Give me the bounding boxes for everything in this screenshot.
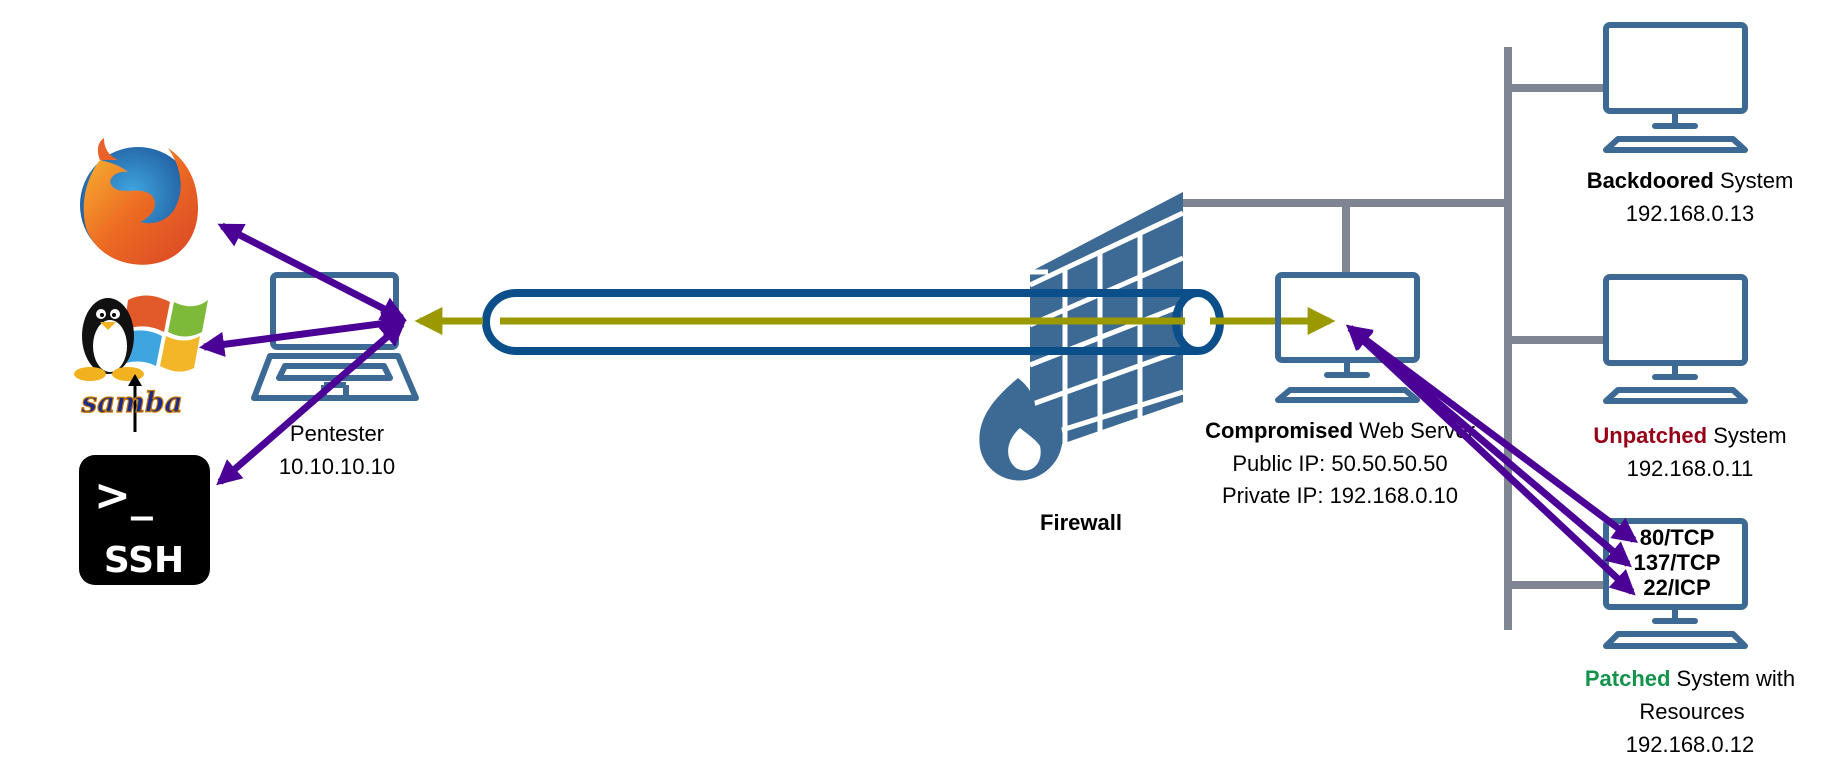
host-ip: 192.168.0.12: [1626, 732, 1754, 757]
host-unpatched[interactable]: Unpatched System 192.168.0.11: [1593, 274, 1787, 481]
host-ip: 192.168.0.13: [1626, 201, 1754, 226]
host-name: System with: [1670, 666, 1795, 691]
pentester-laptop[interactable]: Pentester 10.10.10.10: [251, 272, 419, 479]
host-title: Unpatched System: [1593, 423, 1786, 448]
firewall-label: Firewall: [1040, 510, 1122, 535]
port-item: 80/TCP: [1640, 525, 1715, 550]
host-name: System: [1707, 423, 1786, 448]
desktop-monitor-icon: [1275, 272, 1420, 403]
open-ports-list: 80/TCP 137/TCP 22/ICP: [1634, 525, 1721, 600]
arrow-pentester-firefox: [217, 222, 407, 322]
host-status: Patched: [1585, 666, 1671, 691]
internal-network-bus: [1183, 47, 1603, 630]
port-item: 22/ICP: [1643, 575, 1710, 600]
arrow-pentester-ssh: [216, 320, 406, 486]
samba-wordmark: samba: [80, 386, 182, 419]
attack-arrows: [199, 222, 1639, 596]
host-name-line2: Resources: [1639, 699, 1744, 724]
web-server-private-ip: Private IP: 192.168.0.10: [1222, 483, 1458, 508]
host-status: Unpatched: [1593, 423, 1707, 448]
ssh-prompt: >_: [94, 470, 153, 521]
port-item: 137/TCP: [1634, 550, 1721, 575]
host-patched[interactable]: 80/TCP 137/TCP 22/ICP Patched System wit…: [1585, 518, 1795, 757]
ssh-label: SSH: [104, 540, 184, 581]
host-name: System: [1714, 168, 1793, 193]
samba-icon: samba: [74, 295, 208, 432]
arrow-pentester-samba: [199, 311, 407, 357]
ssh-terminal-icon: >_ SSH: [79, 455, 210, 585]
pentester-ip: 10.10.10.10: [279, 454, 395, 479]
desktop-monitor-icon: [1603, 274, 1748, 404]
web-server-status: Compromised: [1205, 418, 1353, 443]
host-ip: 192.168.0.11: [1627, 456, 1754, 481]
host-status: Backdoored: [1587, 168, 1714, 193]
pentester-name: Pentester: [290, 421, 384, 446]
web-server-public-ip: Public IP: 50.50.50.50: [1232, 451, 1447, 476]
firewall-icon: [979, 192, 1185, 481]
desktop-monitor-icon: [1603, 22, 1748, 153]
arrow-webserver-port-22: [1346, 324, 1636, 596]
host-title: Backdoored System: [1587, 168, 1794, 193]
web-server-title: Compromised Web Server: [1205, 418, 1475, 443]
host-backdoored[interactable]: Backdoored System 192.168.0.13: [1587, 22, 1794, 226]
host-title: Patched System with: [1585, 666, 1795, 691]
firefox-icon: [80, 138, 198, 265]
